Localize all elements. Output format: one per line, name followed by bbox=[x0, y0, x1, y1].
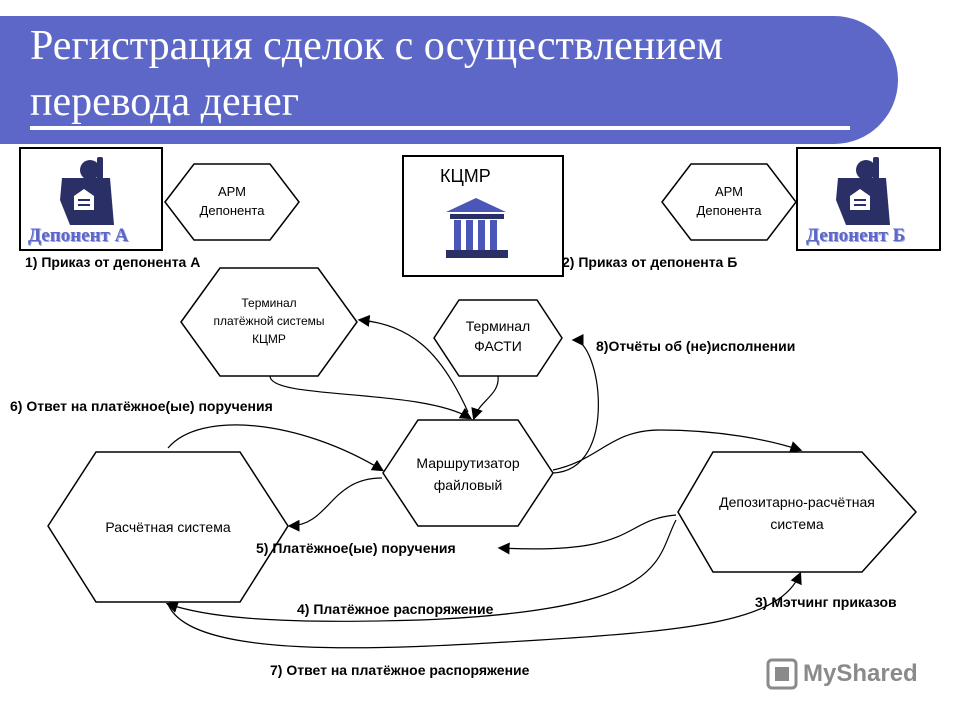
depository-system-hexagon bbox=[677, 451, 918, 573]
depositor-b-box bbox=[796, 147, 941, 251]
step-8-caption: 8)Отчёты об (не)исполнении bbox=[596, 338, 796, 354]
watermark-text: MyShared bbox=[803, 660, 918, 687]
step-4-caption: 4) Платёжное распоряжение bbox=[297, 601, 494, 617]
arrow-settlement-to-depository bbox=[167, 571, 802, 649]
terminal-fasti-hexagon bbox=[433, 299, 563, 377]
arm-b-label: АРМ Депонента bbox=[662, 182, 796, 220]
terminal-kcmr-hexagon bbox=[180, 267, 358, 377]
kcmr-box bbox=[402, 155, 564, 277]
arrow-depository-to-router bbox=[497, 514, 677, 555]
terminal-kcmr-line1: Терминал bbox=[241, 296, 297, 310]
title-banner bbox=[0, 16, 898, 144]
terminal-fasti-line1: Терминал bbox=[465, 318, 531, 334]
arm-a-line1: АРМ bbox=[217, 184, 247, 199]
arrow-router-to-terminal-kcmr bbox=[357, 314, 469, 413]
page-title-line1: Регистрация сделок с осуществлением bbox=[30, 23, 723, 69]
arrow-router-to-fasti bbox=[552, 334, 599, 474]
step-2-caption: 2) Приказ от депонента Б bbox=[562, 254, 738, 270]
terminal-kcmr-label: Терминал платёжной системы КЦМР bbox=[181, 294, 357, 348]
step-3-caption: 3) Мэтчинг приказов bbox=[755, 594, 897, 610]
arrow-fasti-to-router bbox=[471, 375, 499, 421]
arm-b-line1: АРМ bbox=[714, 184, 744, 199]
person-icon bbox=[60, 157, 114, 225]
arrow-router-to-depository bbox=[552, 429, 803, 471]
depositor-a-box bbox=[19, 147, 163, 251]
step-7-caption: 7) Ответ на платёжное распоряжение bbox=[270, 662, 530, 678]
router-label: Маршрутизатор файловый bbox=[383, 452, 553, 496]
arm-a-line2: Депонента bbox=[199, 203, 265, 218]
arrow-settlement-to-router-top bbox=[167, 424, 385, 472]
settlement-system-label: Расчётная система bbox=[105, 519, 231, 535]
router-line1: Маршрутизатор bbox=[416, 455, 520, 471]
person-icon bbox=[836, 157, 890, 225]
watermark-logo-icon bbox=[766, 658, 798, 690]
depositor-b-name: Депонент Б bbox=[806, 225, 906, 246]
terminal-kcmr-line2: платёжной системы bbox=[213, 314, 325, 328]
depositor-a-name: Депонент А bbox=[28, 225, 129, 246]
arm-b-hexagon bbox=[661, 163, 797, 241]
bank-building-icon bbox=[446, 198, 508, 258]
terminal-fasti-line2: ФАСТИ bbox=[474, 338, 522, 354]
arm-a-label: АРМ Депонента bbox=[165, 182, 299, 220]
arm-a-hexagon bbox=[164, 163, 300, 241]
terminal-kcmr-line3: КЦМР bbox=[252, 332, 286, 346]
terminal-fasti-label: Терминал ФАСТИ bbox=[434, 316, 562, 356]
arrow-router-to-settlement bbox=[287, 477, 383, 532]
step-6-caption: 6) Ответ на платёжное(ые) поручения bbox=[10, 398, 273, 414]
page-title-line2: перевода денег bbox=[30, 79, 299, 125]
depository-system-label: Депозитарно-расчётная система bbox=[678, 491, 916, 535]
kcmr-label: КЦМР bbox=[440, 166, 491, 186]
arm-b-line2: Депонента bbox=[696, 203, 762, 218]
title-underline bbox=[30, 126, 850, 130]
arrow-terminal-kcmr-to-router bbox=[269, 375, 473, 420]
arrow-depository-to-settlement bbox=[165, 519, 677, 622]
step-5-caption: 5) Платёжное(ые) поручения bbox=[256, 540, 456, 556]
depository-line2: система bbox=[770, 516, 824, 532]
router-line2: файловый bbox=[433, 477, 503, 493]
depository-line1: Депозитарно-расчётная bbox=[719, 494, 875, 510]
step-1-caption: 1) Приказ от депонента А bbox=[25, 254, 201, 270]
